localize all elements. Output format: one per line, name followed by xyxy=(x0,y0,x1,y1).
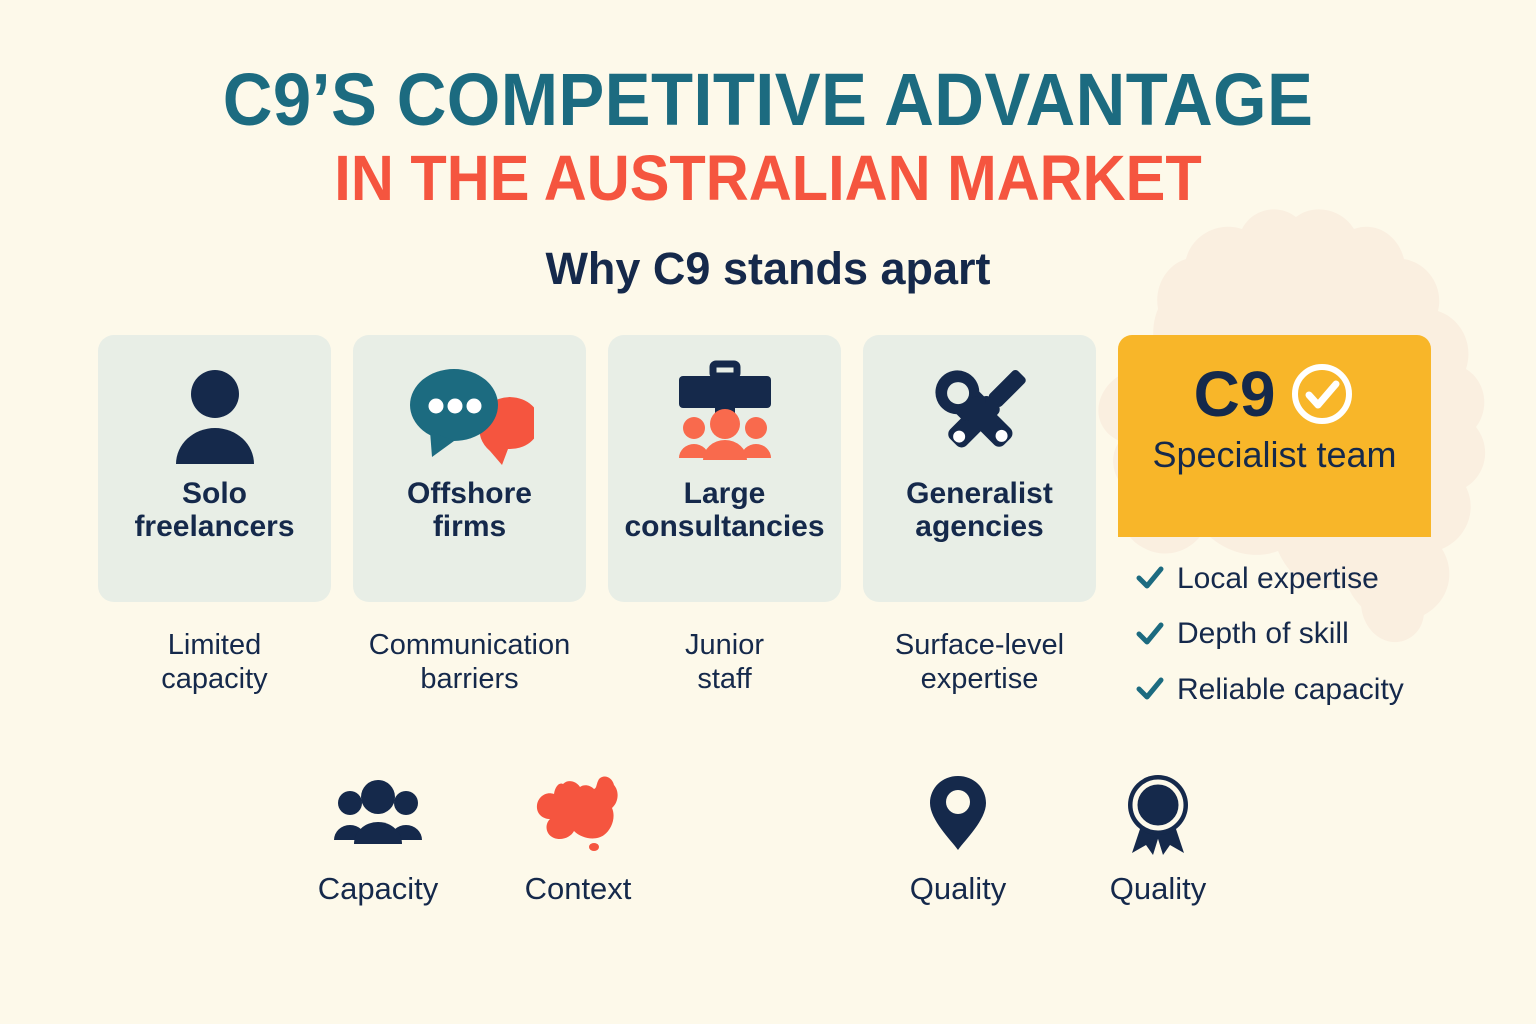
c9-card-header: C9 xyxy=(1134,361,1415,427)
competitor-card[interactable]: Solo freelancers xyxy=(98,334,331,602)
competitor-card[interactable]: Offshore firms xyxy=(353,334,586,602)
pillar-context[interactable]: Context xyxy=(478,771,678,904)
competitor-column-large-consultancies[interactable]: Large consultancies Junior staff xyxy=(608,334,841,696)
competitor-caption: Surface-level expertise xyxy=(894,628,1065,695)
pillar-label: Capacity xyxy=(317,871,439,907)
australia-map-icon xyxy=(532,771,624,857)
circle-check-icon xyxy=(1289,361,1355,427)
page-subtitle: Why C9 stands apart xyxy=(545,242,991,294)
tools-icon xyxy=(922,359,1038,471)
competitor-caption: Limited capacity xyxy=(161,628,268,695)
page-title-line-2: IN THE AUSTRALIAN MARKET xyxy=(334,142,1202,215)
c9-benefit-label: Local expertise xyxy=(1177,561,1379,595)
competitor-column-offshore-firms[interactable]: Offshore firms Communication barriers xyxy=(353,334,586,696)
competitor-label: Offshore firms xyxy=(406,476,532,544)
pillar-quality-location[interactable]: Quality xyxy=(858,771,1058,904)
competitor-column-generalist-agencies[interactable]: Generalist agencies Surface-level expert… xyxy=(863,334,1096,696)
c9-benefit-item: Depth of skill xyxy=(1136,618,1431,650)
group-people-icon xyxy=(330,771,426,857)
c9-benefit-item: Reliable capacity xyxy=(1136,674,1431,706)
pillar-label: Context xyxy=(524,871,632,907)
pillar-label: Quality xyxy=(909,871,1007,907)
location-pin-icon xyxy=(927,771,989,857)
check-icon xyxy=(1136,677,1164,701)
pillar-capacity[interactable]: Capacity xyxy=(278,771,478,904)
competitor-label: Solo freelancers xyxy=(134,476,295,544)
speech-bubbles-icon xyxy=(406,359,534,471)
page-header: C9’S COMPETITIVE ADVANTAGE IN THE AUSTRA… xyxy=(0,0,1536,295)
pillars-row: Capacity Context Quality xyxy=(0,771,1536,904)
competitor-card[interactable]: Generalist agencies xyxy=(863,334,1096,602)
page-title-line-1: C9’S COMPETITIVE ADVANTAGE xyxy=(222,58,1314,141)
competitor-label: Large consultancies xyxy=(624,476,825,544)
c9-benefit-label: Depth of skill xyxy=(1177,617,1349,651)
pillar-quality-award[interactable]: Quality xyxy=(1058,771,1258,904)
check-icon xyxy=(1136,622,1164,646)
competitor-label: Generalist agencies xyxy=(906,476,1053,544)
pillar-label: Quality xyxy=(1109,871,1207,907)
c9-benefit-item: Local expertise xyxy=(1136,563,1431,595)
person-icon xyxy=(163,359,267,471)
briefcase-team-icon xyxy=(661,359,789,471)
c9-benefit-label: Reliable capacity xyxy=(1177,672,1404,706)
c9-logo: C9 xyxy=(1193,357,1276,430)
c9-column[interactable]: C9 Specialist team Local expertise xyxy=(1118,334,1431,706)
competitor-caption: Junior staff xyxy=(685,628,764,695)
c9-tagline: Specialist team xyxy=(1152,433,1397,475)
check-icon xyxy=(1136,566,1164,590)
competitor-column-solo-freelancers[interactable]: Solo freelancers Limited capacity xyxy=(98,334,331,696)
c9-highlight-card[interactable]: C9 Specialist team xyxy=(1118,334,1431,537)
c9-benefits-list: Local expertise Depth of skill Reliable … xyxy=(1118,563,1431,706)
award-ribbon-icon xyxy=(1120,771,1196,857)
comparison-row: Solo freelancers Limited capacity Offsho… xyxy=(0,334,1536,706)
competitor-card[interactable]: Large consultancies xyxy=(608,334,841,602)
competitor-caption: Communication barriers xyxy=(368,628,571,695)
